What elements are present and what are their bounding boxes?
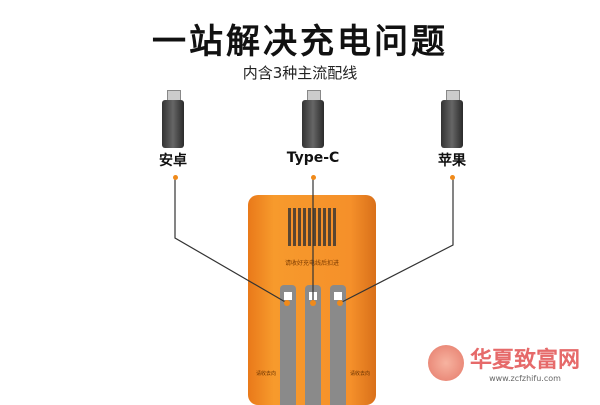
lightning-connector [441, 100, 463, 148]
cable-android [280, 285, 296, 405]
charger-hint: 请收好充电线后扣进 [284, 260, 339, 267]
marker-dot [450, 175, 455, 180]
micro-usb-connector [162, 100, 184, 148]
page-title: 一站解决充电问题 [152, 22, 448, 62]
cable-label-apple: 苹果 [438, 153, 466, 169]
note-left: 请收去向 [256, 371, 277, 377]
note-right: 请收去向 [350, 371, 371, 377]
watermark-name: 华夏致富网 [469, 348, 580, 373]
cable-label-type-c: Type-C [286, 150, 340, 166]
type-c-connector [302, 100, 324, 148]
marker-dot [173, 175, 178, 180]
watermark-url: www.zcfzhifu.com [489, 374, 561, 383]
cable-apple [330, 285, 346, 405]
watermark-logo-icon [427, 344, 464, 381]
subtitle: 内含3种主流配线 [242, 64, 358, 82]
plug-slot [334, 292, 342, 300]
watermark: 华夏致富网 www.zcfzhifu.com [427, 342, 580, 383]
cable-label-android: 安卓 [159, 153, 187, 169]
plug-slot [284, 292, 292, 300]
cable-type-c [305, 285, 321, 405]
marker-dot [311, 175, 316, 180]
